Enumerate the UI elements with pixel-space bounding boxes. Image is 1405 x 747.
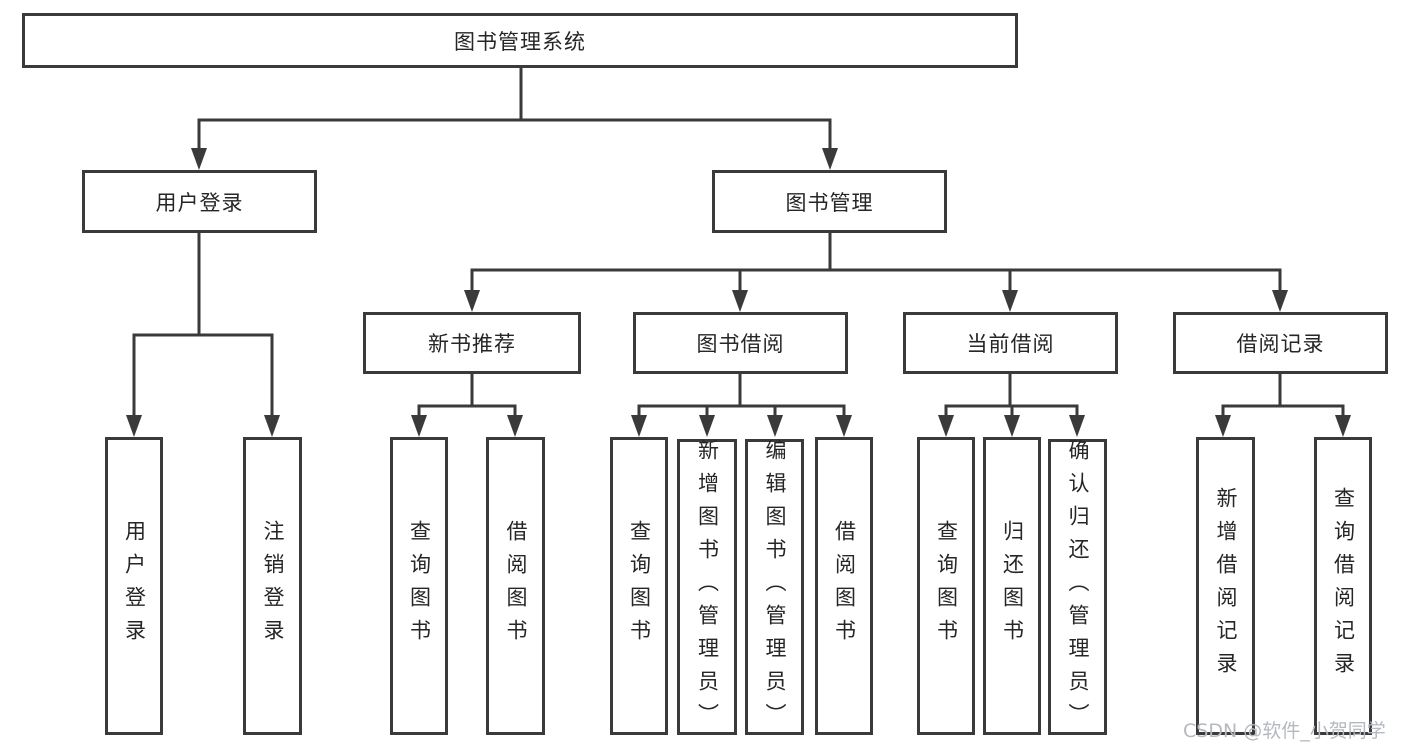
leaf-add-books-admin-label: 新增图书（管理员）	[695, 438, 720, 736]
node-user-login-label: 用户登录	[155, 190, 244, 215]
leaf-confirm-return-admin: 确认归还（管理员）	[1048, 438, 1107, 736]
leaf-borrow-books-recommend: 借阅图书	[486, 437, 545, 735]
node-current-borrow-label: 当前借阅	[966, 332, 1055, 356]
leaf-borrow-books-label: 借阅图书	[832, 520, 857, 652]
leaf-add-borrow-record: 新增借阅记录	[1196, 437, 1255, 735]
leaf-borrow-books-recommend-label: 借阅图书	[504, 520, 528, 652]
leaf-user-login: 用户登录	[105, 437, 163, 735]
node-library-system-label: 图书管理系统	[454, 29, 586, 54]
leaf-edit-books-admin-label: 编辑图书（管理员）	[763, 438, 787, 736]
connector-root-to-level2	[191, 66, 838, 170]
leaf-query-books-current: 查询图书	[917, 437, 975, 735]
leaf-logout: 注销登录	[243, 437, 302, 735]
connector-borrow-records-to-leaves	[1215, 372, 1351, 437]
leaf-query-borrow-record: 查询借阅记录	[1314, 437, 1372, 735]
leaf-confirm-return-admin-label: 确认归还（管理员）	[1066, 438, 1090, 736]
leaf-query-books-borrow-label: 查询图书	[627, 520, 652, 652]
connector-new-book-to-leaves	[411, 372, 523, 437]
connector-book-management-to-level3	[464, 231, 1288, 312]
leaf-query-books-current-label: 查询图书	[934, 520, 959, 652]
leaf-query-books-borrow: 查询图书	[610, 437, 668, 735]
leaf-add-books-admin: 新增图书（管理员）	[677, 438, 737, 736]
leaf-query-borrow-record-label: 查询借阅记录	[1331, 487, 1356, 685]
leaf-return-books: 归还图书	[983, 437, 1041, 735]
leaf-borrow-books: 借阅图书	[815, 437, 873, 735]
csdn-watermark: CSDN @软件_小贺同学	[1183, 720, 1386, 742]
node-book-borrow: 图书借阅	[633, 312, 848, 374]
node-new-book-recommend: 新书推荐	[363, 312, 581, 374]
node-book-borrow-label: 图书借阅	[696, 332, 785, 356]
leaf-query-books-recommend: 查询图书	[390, 437, 448, 735]
node-book-management-label: 图书管理	[785, 190, 874, 215]
connector-book-borrow-to-leaves	[631, 372, 852, 437]
node-borrow-records: 借阅记录	[1173, 312, 1388, 374]
node-book-management: 图书管理	[712, 170, 947, 233]
leaf-edit-books-admin: 编辑图书（管理员）	[745, 438, 804, 736]
leaf-logout-label: 注销登录	[261, 520, 285, 652]
connector-user-login-to-leaves	[126, 231, 280, 437]
node-library-system: 图书管理系统	[22, 13, 1018, 68]
leaf-user-login-label: 用户登录	[122, 520, 147, 652]
node-current-borrow: 当前借阅	[903, 312, 1118, 374]
node-borrow-records-label: 借阅记录	[1236, 332, 1325, 356]
leaf-add-borrow-record-label: 新增借阅记录	[1214, 487, 1238, 685]
leaf-return-books-label: 归还图书	[1000, 520, 1025, 652]
leaf-query-books-recommend-label: 查询图书	[407, 520, 432, 652]
connector-current-borrow-to-leaves	[938, 372, 1085, 437]
node-new-book-recommend-label: 新书推荐	[428, 332, 516, 356]
node-user-login: 用户登录	[82, 170, 317, 233]
